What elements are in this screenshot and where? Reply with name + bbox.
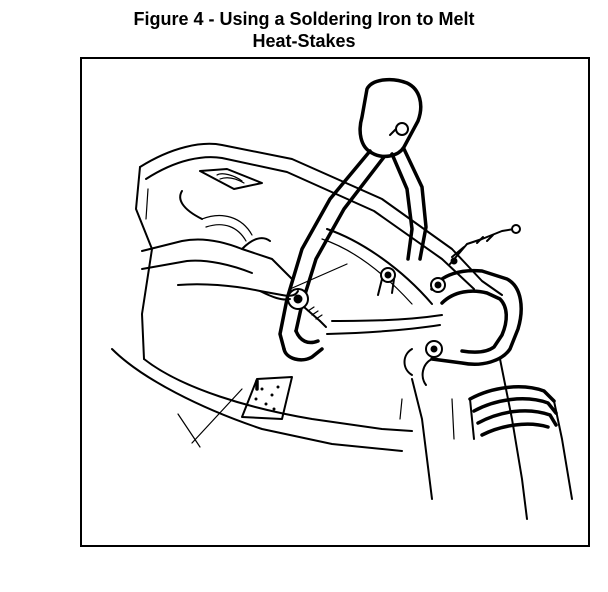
heat-stake-clamp <box>403 268 523 386</box>
hand <box>141 214 293 301</box>
housing-vent <box>199 168 263 190</box>
heat-stake-posts <box>377 267 396 296</box>
gasket-channel <box>289 228 443 335</box>
figure-title-line-1: Figure 4 - Using a Soldering Iron to Mel… <box>133 9 475 29</box>
soldering-iron-shaft <box>278 147 428 362</box>
lens-panel <box>241 376 293 420</box>
figure-title: Figure 4 - Using a Soldering Iron to Mel… <box>0 8 608 52</box>
housing-body <box>111 142 528 520</box>
illustration-frame <box>80 57 590 547</box>
rubber-boot <box>468 385 573 500</box>
soldering-iron-handle <box>358 77 423 159</box>
wire <box>179 190 299 297</box>
figure-title-line-2: Heat-Stakes <box>252 31 356 51</box>
soldering-illustration <box>111 77 573 520</box>
soldering-iron-tip <box>287 288 327 328</box>
spring-screw <box>449 224 521 265</box>
